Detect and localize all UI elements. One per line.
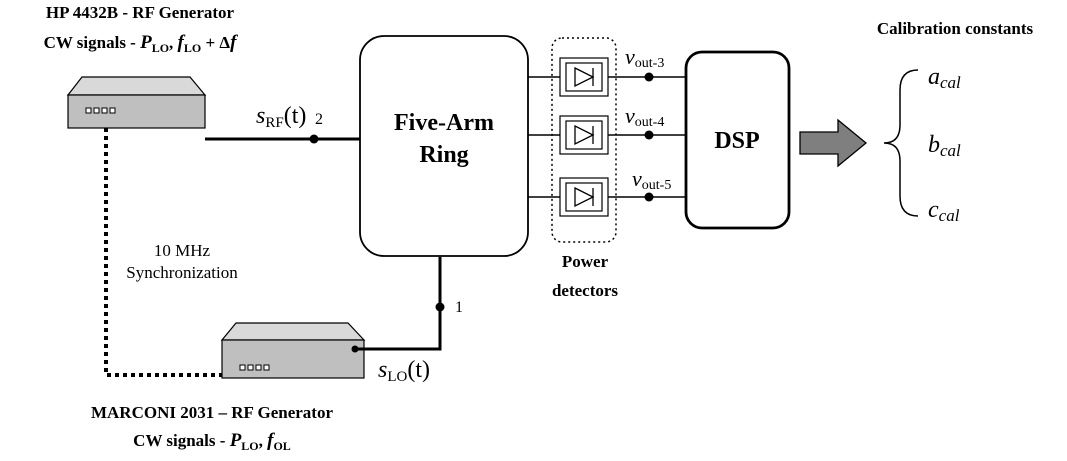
hp-generator-buttons <box>85 107 116 114</box>
b-cal-label: bcal <box>928 132 961 160</box>
c-cal-label: ccal <box>928 197 960 225</box>
power-detectors-label-2: detectors <box>552 281 618 300</box>
hp-generator-device <box>66 76 207 129</box>
dsp-label: DSP <box>714 128 759 154</box>
port-2-node <box>309 134 319 144</box>
five-arm-ring-block <box>359 35 529 257</box>
marconi-generator-buttons <box>239 364 270 371</box>
marconi-generator-device <box>220 322 366 379</box>
a-cal-label: acal <box>928 64 961 92</box>
hp-generator-signals: CW signals - PLO, fLO + Δf <box>44 32 239 55</box>
sync-label: Synchronization <box>126 263 238 282</box>
power-detectors-group <box>551 37 617 243</box>
vout-3-node <box>644 72 654 82</box>
ring-title-line2: Ring <box>419 142 468 168</box>
detector-diode-icon <box>559 57 609 97</box>
port-1-node <box>435 302 445 312</box>
ring-title-line1: Five-Arm <box>394 110 494 136</box>
hp-generator-title: HP 4432B - RF Generator <box>46 3 235 22</box>
port-2-label: 2 <box>315 111 323 128</box>
vout-5-node <box>644 192 654 202</box>
calibration-title: Calibration constants <box>877 19 1034 38</box>
detector-diode-icon <box>559 177 609 217</box>
detector-diode-icon <box>559 115 609 155</box>
sync-freq-label: 10 MHz <box>154 241 211 260</box>
output-arrow-icon <box>799 118 868 168</box>
brace-icon <box>883 69 919 217</box>
dsp-block <box>684 50 791 230</box>
power-detectors-label-1: Power <box>562 252 609 271</box>
s-lo-label: sLO(t) <box>378 357 430 385</box>
lo-signal-line <box>355 257 442 351</box>
s-rf-label: sRF(t) <box>256 103 306 131</box>
vout-3-label: vout-3 <box>625 44 664 71</box>
marconi-generator-title: MARCONI 2031 – RF Generator <box>91 403 333 422</box>
vout-4-node <box>644 130 654 140</box>
sync-line <box>104 128 236 377</box>
marconi-generator-signals: CW signals - PLO, fOL <box>133 430 291 453</box>
port-1-label: 1 <box>455 299 463 316</box>
vout-4-label: vout-4 <box>625 103 664 130</box>
vout-5-label: vout-5 <box>632 166 671 193</box>
